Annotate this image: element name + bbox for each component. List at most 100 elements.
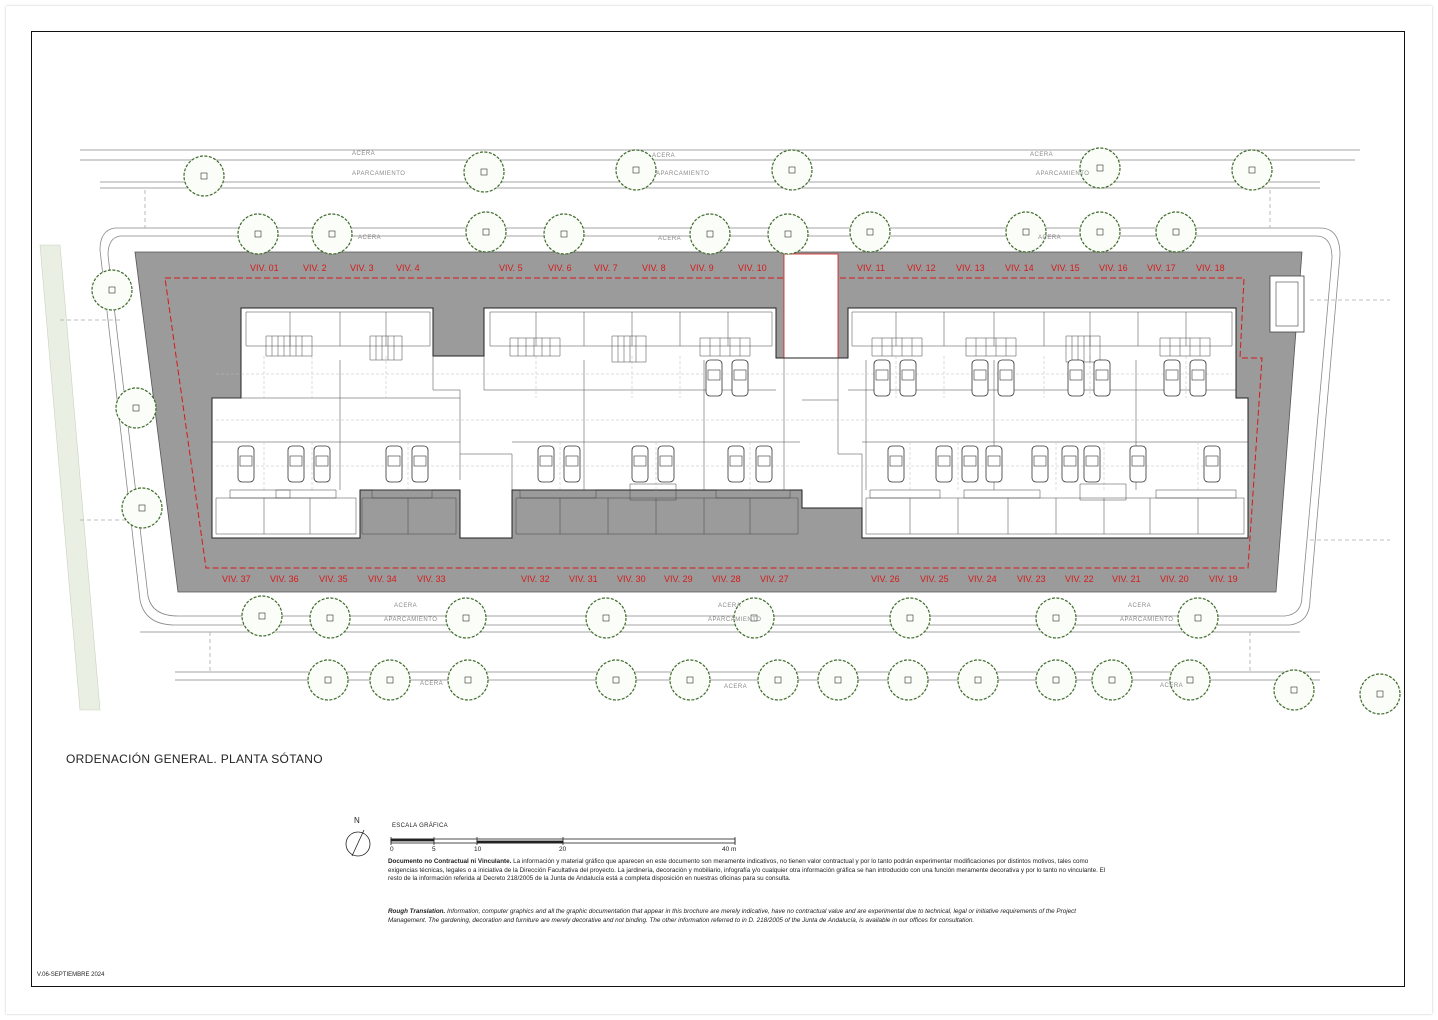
tree-icon	[1035, 597, 1077, 639]
street-label-aparcamiento: APARCAMIENTO	[1036, 171, 1090, 177]
dashed-lines	[60, 190, 1390, 672]
street-label-aparcamiento: APARCAMIENTO	[1120, 617, 1174, 623]
car	[1129, 445, 1147, 483]
tree-pit	[482, 228, 490, 236]
tree-icon	[733, 597, 775, 639]
drawing-title: ORDENACIÓN GENERAL. PLANTA SÓTANO	[66, 752, 323, 766]
green-strip	[39, 244, 101, 711]
street-label-acera: ACERA	[358, 235, 382, 241]
version-note: V.06-SEPTIEMBRE 2024	[37, 972, 105, 978]
car	[755, 445, 773, 483]
drawing-frame	[31, 31, 1405, 987]
tree-icon	[1177, 597, 1219, 639]
tree-pit	[774, 676, 782, 684]
unit-label: VIV. 14	[1005, 263, 1034, 273]
tree-pit	[866, 228, 874, 236]
scale-tick: 0	[390, 846, 394, 853]
tree-icon	[595, 659, 637, 701]
tree-icon	[889, 597, 931, 639]
tree-pit	[1096, 228, 1104, 236]
scale-tick: 10	[474, 846, 482, 853]
car-windshield	[387, 455, 401, 467]
car	[887, 445, 905, 483]
car	[985, 445, 1003, 483]
street-label-acera: ACERA	[352, 151, 376, 157]
tree-icon	[311, 213, 353, 255]
car-windshield	[1063, 455, 1077, 467]
tree-icon	[543, 213, 585, 255]
car	[411, 445, 429, 483]
car-windshield	[565, 455, 579, 467]
tree-pit	[132, 404, 140, 412]
car-windshield	[1033, 455, 1047, 467]
stairs	[229, 335, 1237, 501]
tree-icon	[241, 595, 283, 637]
tree-icon	[121, 487, 163, 529]
unit-label: VIV. 12	[907, 263, 936, 273]
street-label-aparcamiento: APARCAMIENTO	[352, 171, 406, 177]
street-label-acera: ACERA	[658, 236, 682, 242]
unit-label: VIV. 3	[350, 263, 374, 273]
car-windshield	[937, 455, 951, 467]
car	[705, 359, 723, 397]
tree-pit	[326, 614, 334, 622]
street-label-acera: ACERA	[394, 603, 418, 609]
tree-pit	[1186, 676, 1194, 684]
street-label-aparcamiento: APARCAMIENTO	[384, 617, 438, 623]
north-arrow	[345, 829, 371, 857]
car	[1203, 445, 1221, 483]
tree-icon	[689, 213, 731, 255]
tree-pit	[200, 172, 208, 180]
street-label-acera: ACERA	[1160, 683, 1184, 689]
tree-icon	[1035, 659, 1077, 701]
tree-pit	[750, 614, 758, 622]
tree-pit	[254, 230, 262, 238]
unit-label: VIV. 22	[1065, 574, 1094, 584]
unit-label: VIV. 26	[871, 574, 900, 584]
tree-icon	[91, 269, 133, 311]
tree-icon	[369, 659, 411, 701]
tree-icon	[1005, 211, 1047, 253]
car-windshield	[999, 369, 1013, 381]
tree-pit	[906, 614, 914, 622]
car	[899, 359, 917, 397]
tree-pit	[1022, 228, 1030, 236]
car	[971, 359, 989, 397]
unit-label: VIV. 15	[1051, 263, 1080, 273]
tree-pit	[560, 230, 568, 238]
car-windshield	[733, 369, 747, 381]
car-windshield	[659, 455, 673, 467]
car	[997, 359, 1015, 397]
car-windshield	[633, 455, 647, 467]
car-windshield	[289, 455, 303, 467]
unit-label: VIV. 25	[920, 574, 949, 584]
unit-label: VIV. 13	[956, 263, 985, 273]
scale-bar	[390, 837, 736, 845]
street-trees	[91, 147, 1401, 715]
tree-icon	[1231, 149, 1273, 191]
unit-label: VIV. 33	[417, 574, 446, 584]
unit-label: VIV. 20	[1160, 574, 1189, 584]
car	[657, 445, 675, 483]
tree-icon	[849, 211, 891, 253]
unit-label: VIV. 16	[1099, 263, 1128, 273]
unit-label: VIV. 6	[548, 263, 572, 273]
car	[563, 445, 581, 483]
car	[1061, 445, 1079, 483]
tree-icon	[183, 155, 225, 197]
unit-label: VIV. 10	[738, 263, 767, 273]
north-label: N	[354, 816, 360, 825]
tree-pit	[480, 168, 488, 176]
tree-pit	[1052, 676, 1060, 684]
car	[237, 445, 255, 483]
car	[731, 359, 749, 397]
car	[537, 445, 555, 483]
tree-pit	[386, 676, 394, 684]
tree-icon	[757, 659, 799, 701]
car-windshield	[413, 455, 427, 467]
tree-icon	[585, 597, 627, 639]
tree-pit	[138, 504, 146, 512]
street-label-acera: ACERA	[1038, 235, 1062, 241]
car	[1083, 445, 1101, 483]
